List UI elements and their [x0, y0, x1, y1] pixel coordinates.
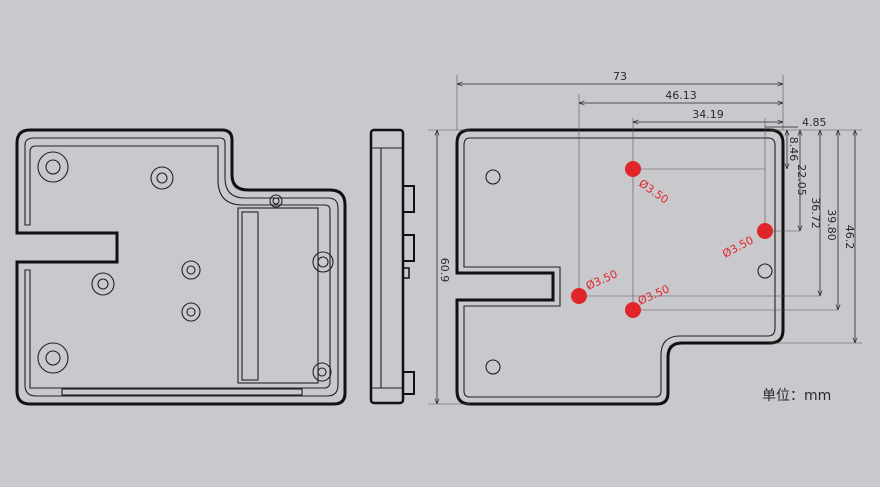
hole-label-bottom: Ø3.50	[636, 282, 672, 307]
dim-hole-span-a: 46.13	[665, 89, 697, 102]
hole-label-left: Ø3.50	[584, 267, 620, 292]
side-tab-4	[402, 371, 415, 395]
back-outline	[455, 128, 785, 406]
front-inner-rim	[24, 137, 339, 397]
back-screw-right	[757, 263, 773, 279]
side-tab-1	[402, 185, 415, 213]
back-screw-top	[485, 169, 501, 185]
dim-v-2205: 22.05	[795, 164, 808, 196]
unit-label: 单位：mm	[762, 388, 831, 404]
dim-v-3980: 39.80	[825, 209, 838, 241]
dim-overall-width: 73	[613, 70, 627, 83]
dim-v-3672: 36.72	[809, 197, 822, 229]
front-outline	[15, 128, 347, 406]
mounting-hole-bottom	[625, 302, 641, 318]
front-screws	[37, 151, 334, 382]
back-view: Ø3.50 Ø3.50 Ø3.50 Ø3.50	[455, 94, 838, 406]
dimension-lines: 73 46.13 34.19 4.85 60.9 8.46 22.05 36.7…	[428, 70, 862, 405]
hole-label-right: Ø3.50	[720, 234, 755, 261]
dim-v-462: 46.2	[843, 225, 856, 250]
back-inner-rim	[463, 137, 776, 398]
mounting-hole-right	[757, 223, 773, 239]
bottom-slot	[61, 388, 303, 396]
side-view	[369, 128, 415, 405]
dim-hole-span-b: 34.19	[692, 108, 724, 121]
dim-v-846: 8.46	[787, 137, 800, 162]
battery-compartment	[237, 207, 319, 384]
side-tab-2	[402, 234, 415, 262]
back-screw-bottom	[485, 359, 501, 375]
dim-height-full: 60.9	[438, 258, 451, 283]
hole-label-top: Ø3.50	[636, 177, 671, 207]
mounting-hole-top	[625, 161, 641, 177]
hole-reference-lines	[578, 94, 838, 311]
battery-compartment-inner	[241, 211, 259, 381]
mounting-hole-left	[571, 288, 587, 304]
front-view	[15, 128, 347, 406]
side-tab-3	[402, 267, 410, 279]
side-body	[369, 128, 405, 405]
dim-edge-offset: 4.85	[802, 116, 827, 129]
